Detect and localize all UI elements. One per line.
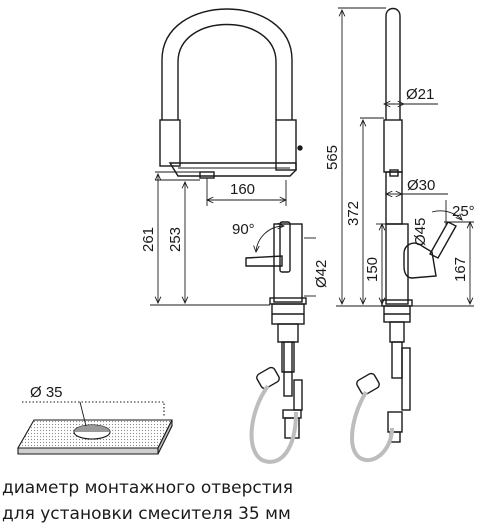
lever-arm [245,255,283,267]
spout-holder-left [159,119,181,167]
dim-150: 150 [364,257,381,282]
mounting-slab [17,401,173,455]
caption-line-2: для установки смесителя 35 мм [2,504,291,524]
side-lever-icon [403,242,437,279]
front-dimension-lines [150,171,316,306]
side-view [356,7,457,443]
faucet-technical-drawing: 160 90° 261 253 Ø42 565 372 Ø21 Ø30 Ø45 … [17,7,475,464]
caption-line-1: диаметр монтажного отверстия [2,478,293,498]
dim-diameter-42: Ø42 [313,260,330,288]
spout-button-icon [297,145,303,151]
dim-167: 167 [452,257,469,282]
spout-lower [383,119,403,173]
hole-diameter-label: Ø 35 [30,384,63,401]
side-hose [350,390,394,462]
dim-565: 565 [324,145,341,170]
faucet-body [273,223,303,303]
spout-arm [168,162,297,177]
spray-head [199,171,215,179]
body-collar [269,297,307,305]
dim-253: 253 [167,227,184,252]
dim-372: 372 [345,201,362,226]
dim-diameter-21: Ø21 [406,86,434,103]
dim-25-degrees: 25° [452,203,475,220]
dim-diameter-30: Ø30 [407,177,435,194]
spout-pipe [385,7,401,120]
hose-weight-icon [256,366,280,390]
spout-neck [385,171,403,225]
side-body [385,223,409,305]
side-hose-weight-icon [356,372,380,396]
dim-160: 160 [230,181,255,198]
front-hose [249,384,298,464]
spring-arch [161,8,293,120]
side-dimension-lines [336,7,474,307]
spring-arch-inner [177,23,277,120]
spout-tip [389,169,399,177]
side-lever-arm [429,221,457,259]
dim-90-degrees: 90° [232,221,255,238]
dim-diameter-45: Ø45 [412,218,429,246]
spout-holder-right [275,119,297,171]
dim-261: 261 [140,227,157,252]
